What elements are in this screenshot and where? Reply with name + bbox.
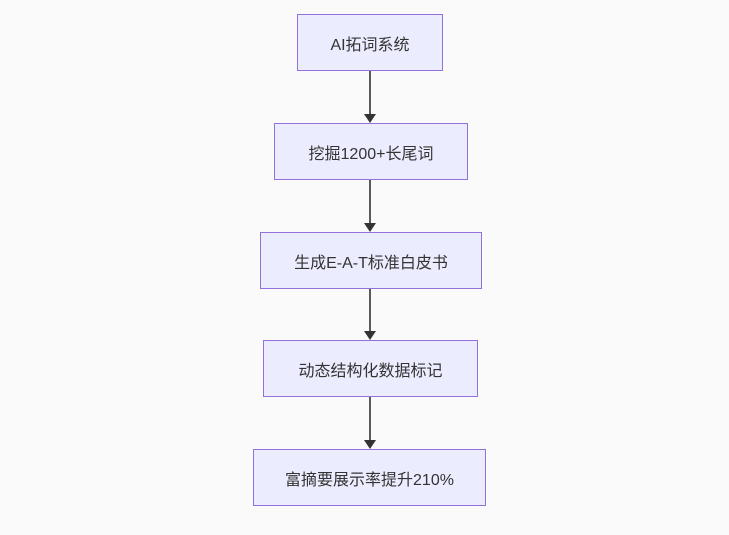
flow-arrow-1 bbox=[364, 71, 376, 123]
arrow-line bbox=[369, 289, 371, 331]
arrow-down-icon bbox=[364, 114, 376, 123]
arrow-line bbox=[369, 180, 371, 223]
arrow-line bbox=[369, 71, 371, 114]
flow-node-eat-whitepaper: 生成E-A-T标准白皮书 bbox=[260, 232, 482, 289]
flow-node-label: 富摘要展示率提升210% bbox=[285, 471, 454, 489]
flow-node-ai-keyword-system: AI拓词系统 bbox=[297, 14, 443, 71]
flow-node-label: 挖掘1200+长尾词 bbox=[308, 145, 434, 163]
flow-node-label: 动态结构化数据标记 bbox=[298, 362, 443, 380]
flow-arrow-2 bbox=[364, 180, 376, 232]
flow-node-rich-snippet-result: 富摘要展示率提升210% bbox=[253, 449, 486, 506]
flow-arrow-3 bbox=[364, 289, 376, 340]
flow-node-label: AI拓词系统 bbox=[330, 36, 410, 54]
arrow-down-icon bbox=[364, 440, 376, 449]
flow-node-label: 生成E-A-T标准白皮书 bbox=[294, 254, 448, 272]
flow-node-longtail-mining: 挖掘1200+长尾词 bbox=[274, 123, 468, 180]
arrow-line bbox=[369, 397, 371, 440]
arrow-down-icon bbox=[364, 331, 376, 340]
flow-node-structured-data-markup: 动态结构化数据标记 bbox=[263, 340, 478, 397]
arrow-down-icon bbox=[364, 223, 376, 232]
flow-arrow-4 bbox=[364, 397, 376, 449]
